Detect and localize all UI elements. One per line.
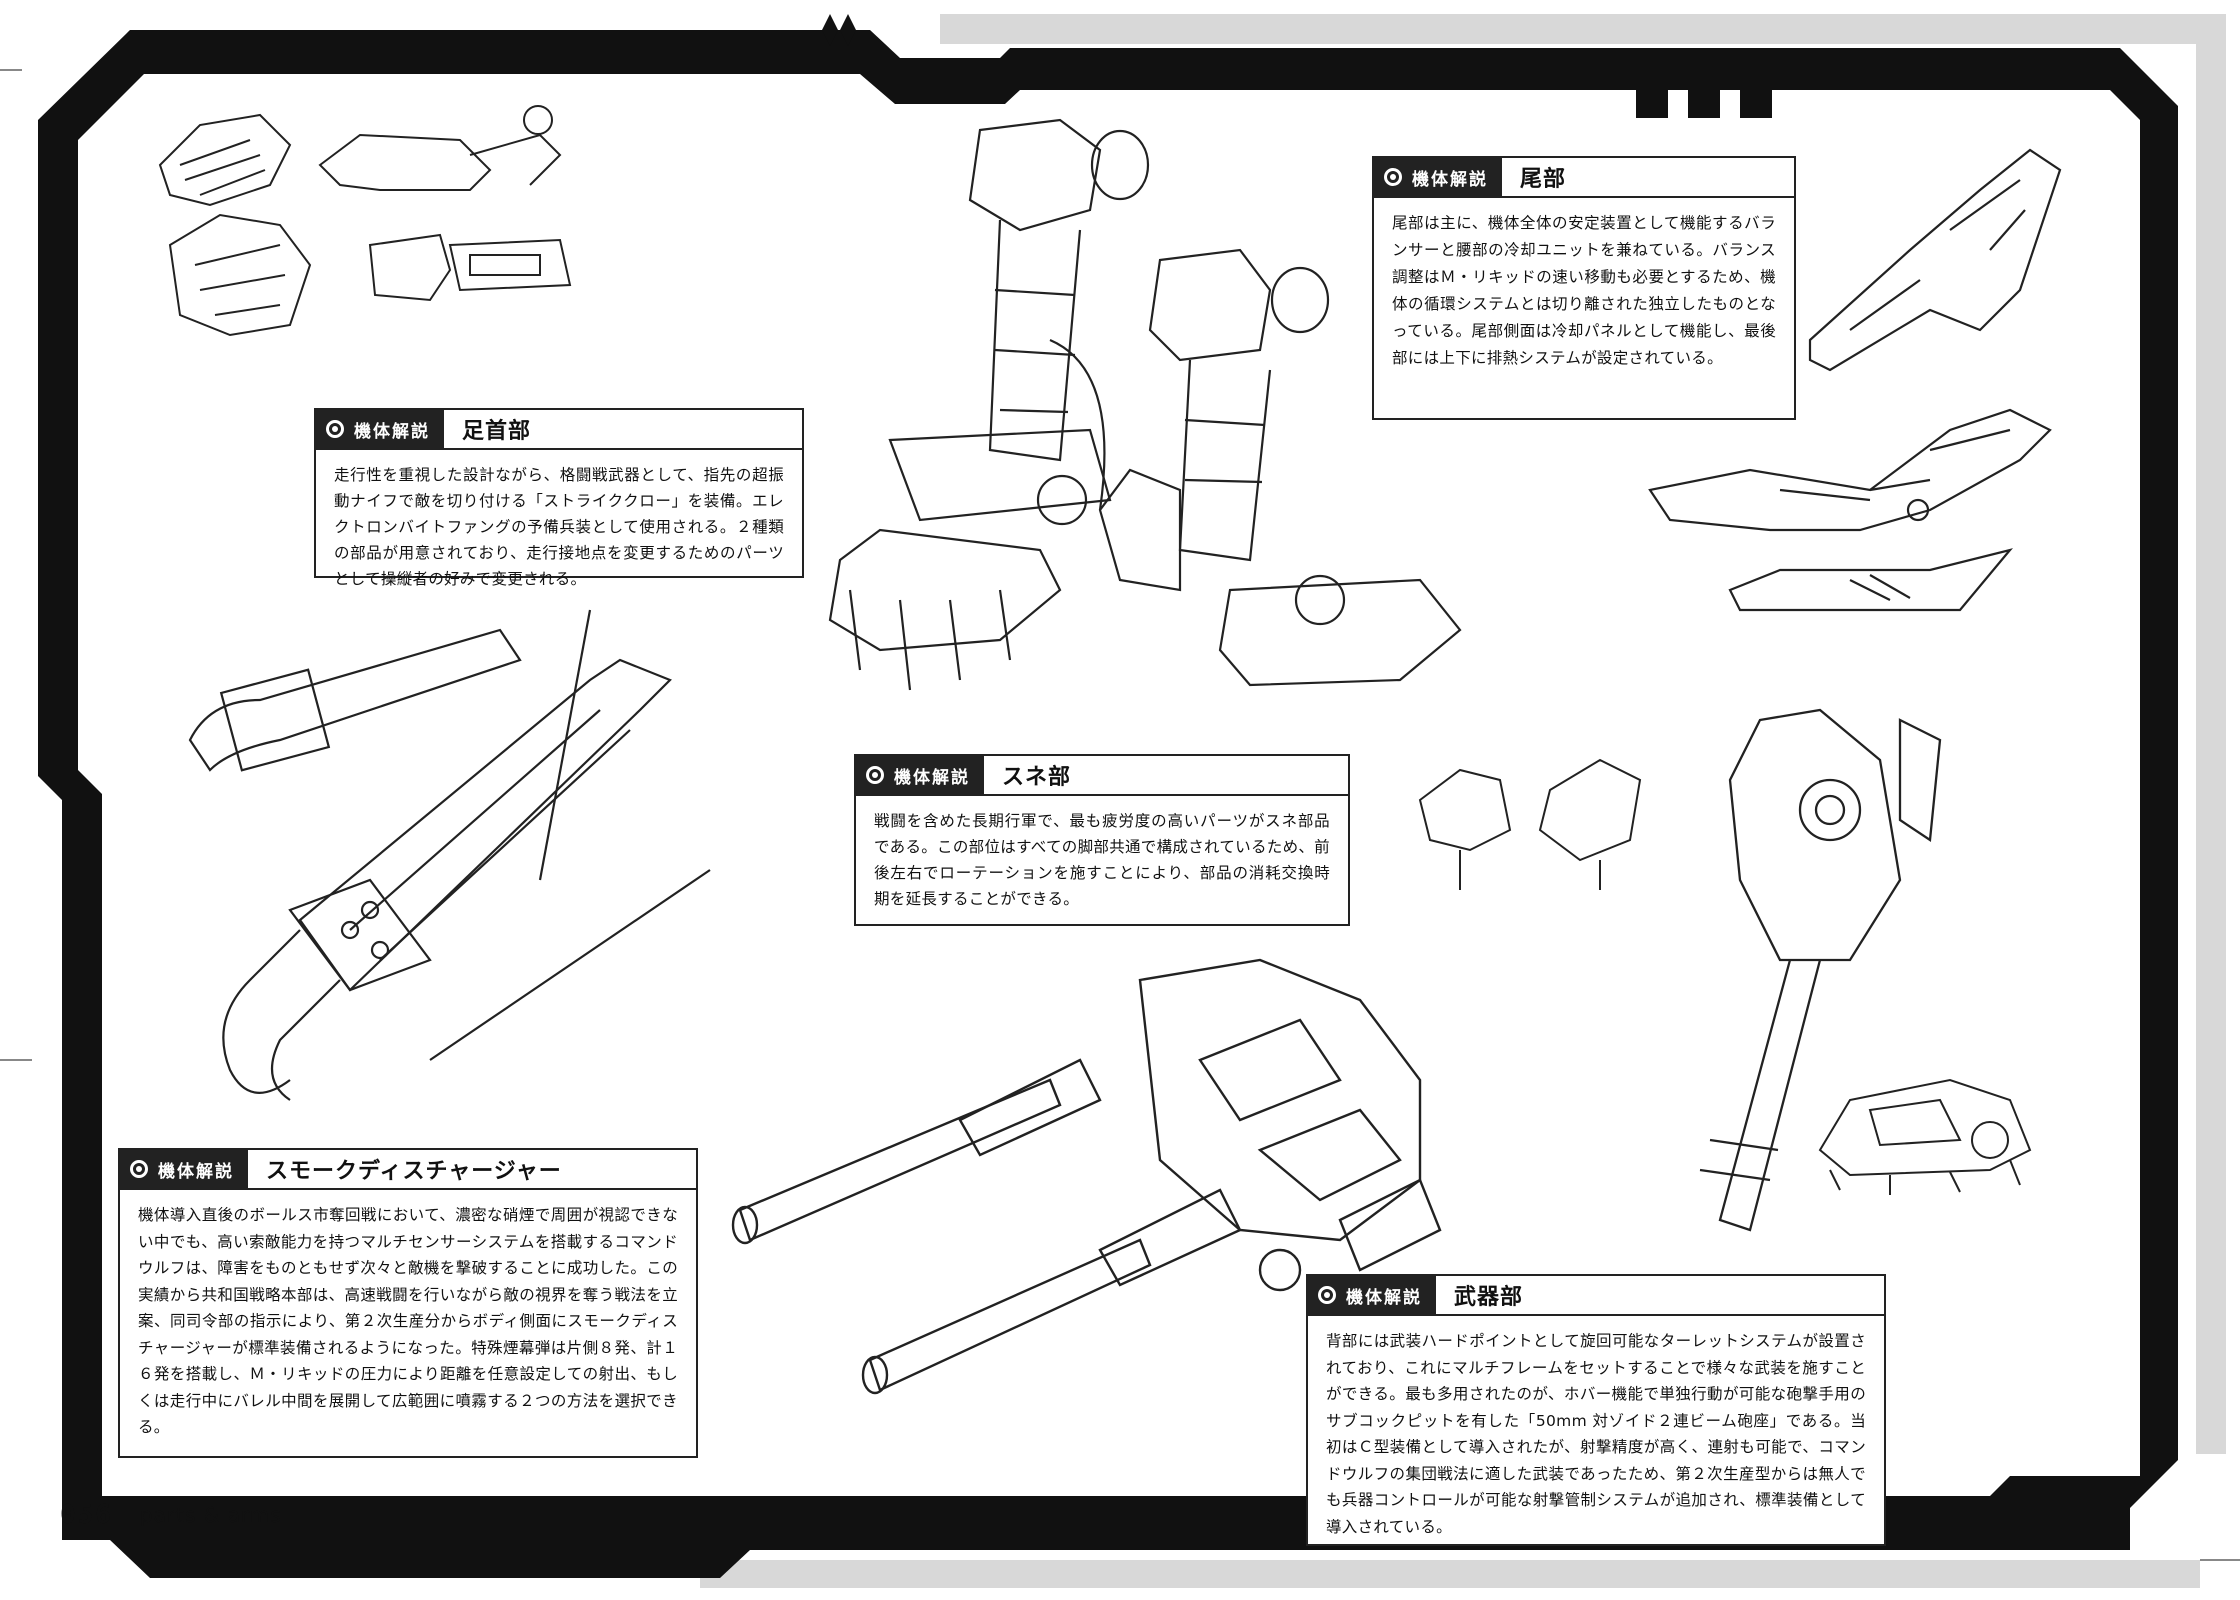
footer-separator <box>122 1502 126 1528</box>
ankle-box-title: 足首部 <box>462 419 532 444</box>
smoke-discharger-sketch <box>170 600 820 1120</box>
page-number: 056 <box>60 1500 113 1530</box>
weapon-tag-text: 機体解説 <box>1346 1287 1422 1308</box>
tail-tag-text: 機体解説 <box>1412 169 1488 190</box>
gear-icon <box>326 420 344 438</box>
ankle-info-box: 機体解説 足首部 走行性を重視した設計ながら、格闘戦武器として、指先の超振動ナイ… <box>314 408 804 588</box>
shin-leg-sketches <box>800 110 1520 730</box>
shin-tag-text: 機体解説 <box>894 767 970 788</box>
ankle-box-header: 機体解説 足首部 <box>316 410 802 450</box>
shin-box-tag: 機体解説 <box>856 756 984 794</box>
sub-cockpit-sketch <box>1640 700 1960 1260</box>
smoke-box-header: 機体解説 スモークディスチャージャー <box>120 1150 696 1190</box>
smoke-box-body: 機体導入直後のボールス市奪回戦において、濃密な硝煙で周囲が視認できない中でも、高… <box>138 1206 678 1436</box>
shin-box-header: 機体解説 スネ部 <box>856 756 1348 796</box>
tail-box-title: 尾部 <box>1520 167 1567 192</box>
tail-box-header: 機体解説 尾部 <box>1374 158 1794 198</box>
ankle-box-body: 走行性を重視した設計ながら、格闘戦武器として、指先の超振動ナイフで敵を切り付ける… <box>334 466 784 588</box>
smoke-box-title: スモークディスチャージャー <box>266 1159 562 1184</box>
gear-icon <box>866 766 884 784</box>
hover-pod-sketch <box>1810 1060 2050 1200</box>
smoke-box-tag: 機体解説 <box>120 1150 248 1188</box>
bg-bottom-band <box>700 1560 2200 1588</box>
gear-icon <box>1384 168 1402 186</box>
header-block-1 <box>1636 86 1668 118</box>
tail-box-tag: 機体解説 <box>1374 158 1502 196</box>
weapon-box-title: 武器部 <box>1454 1285 1524 1310</box>
weapon-box-header: 機体解説 武器部 <box>1308 1276 1884 1316</box>
tail-info-box: 機体解説 尾部 尾部は主に、機体全体の安定装置として機能するバランサーと腰部の冷… <box>1372 156 1796 420</box>
twin-beam-cannon-sketch <box>720 940 1680 1400</box>
smoke-tag-text: 機体解説 <box>158 1161 234 1182</box>
bg-top-band <box>940 14 2220 44</box>
header-block-3 <box>1740 86 1772 118</box>
smoke-info-box: 機体解説 スモークディスチャージャー 機体導入直後のボールス市奪回戦において、濃… <box>118 1148 698 1458</box>
joint-sketches <box>1400 740 1660 900</box>
shin-info-box: 機体解説 スネ部 戦闘を含めた長期行軍で、最も疲労度の高いパーツがスネ部品である… <box>854 754 1350 926</box>
tail-box-body: 尾部は主に、機体全体の安定装置として機能するバランサーと腰部の冷却ユニットを兼ね… <box>1392 214 1776 367</box>
ankle-tag-text: 機体解説 <box>354 421 430 442</box>
page-footer: 056 parts & arms <box>60 1500 282 1530</box>
gear-icon <box>1318 1286 1336 1304</box>
gear-icon <box>130 1160 148 1178</box>
ankle-box-tag: 機体解説 <box>316 410 444 448</box>
tail-sketches <box>1630 130 2130 690</box>
weapon-box-body: 背部には武装ハードポイントとして旋回可能なターレットシステムが設置されており、こ… <box>1326 1332 1866 1536</box>
shin-box-title: スネ部 <box>1002 765 1072 790</box>
weapon-box-tag: 機体解説 <box>1308 1276 1436 1314</box>
weapon-info-box: 機体解説 武器部 背部には武装ハードポイントとして旋回可能なターレットシステムが… <box>1306 1274 1886 1546</box>
bg-right-band <box>2196 14 2226 1454</box>
ankle-claw-sketches <box>140 95 610 405</box>
section-label: parts & arms <box>139 1503 282 1527</box>
shin-box-body: 戦闘を含めた長期行軍で、最も疲労度の高いパーツがスネ部品である。この部位はすべて… <box>874 812 1330 908</box>
header-block-2 <box>1688 86 1720 118</box>
